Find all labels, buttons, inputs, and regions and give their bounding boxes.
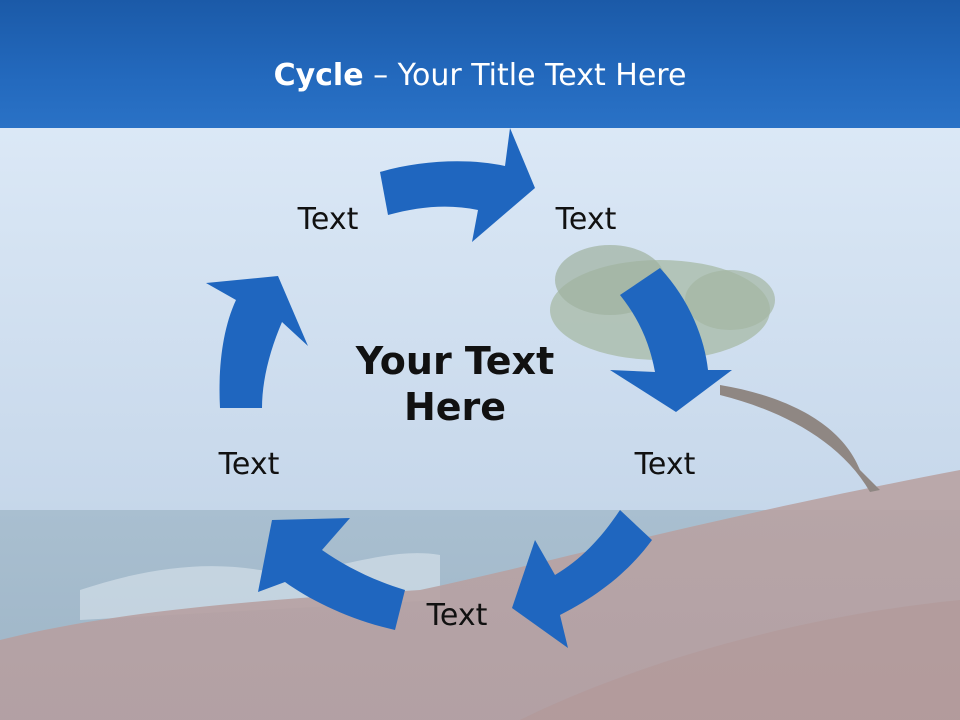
title-bar [0,0,960,128]
curved-arrow-icon-5 [206,276,308,408]
cycle-node-2: Text [555,202,617,237]
cycle-node-5: Text [218,447,280,482]
slide-title: Cycle – Your Title Text Here [0,56,960,96]
curved-arrow-icon-2 [610,268,732,412]
title-rest: – Your Title Text Here [363,58,687,93]
center-text: Your Text Here [330,338,580,430]
curved-arrow-icon-1 [380,128,535,242]
curved-arrow-icon-3 [512,510,652,648]
curved-arrow-icon-4 [258,518,405,630]
center-text-line-1: Your Text [355,339,555,383]
cycle-node-3: Text [634,447,696,482]
center-text-line-2: Here [403,385,507,429]
cycle-node-1: Text [297,202,359,237]
title-bold: Cycle [273,58,364,93]
cycle-node-4: Text [426,598,488,633]
